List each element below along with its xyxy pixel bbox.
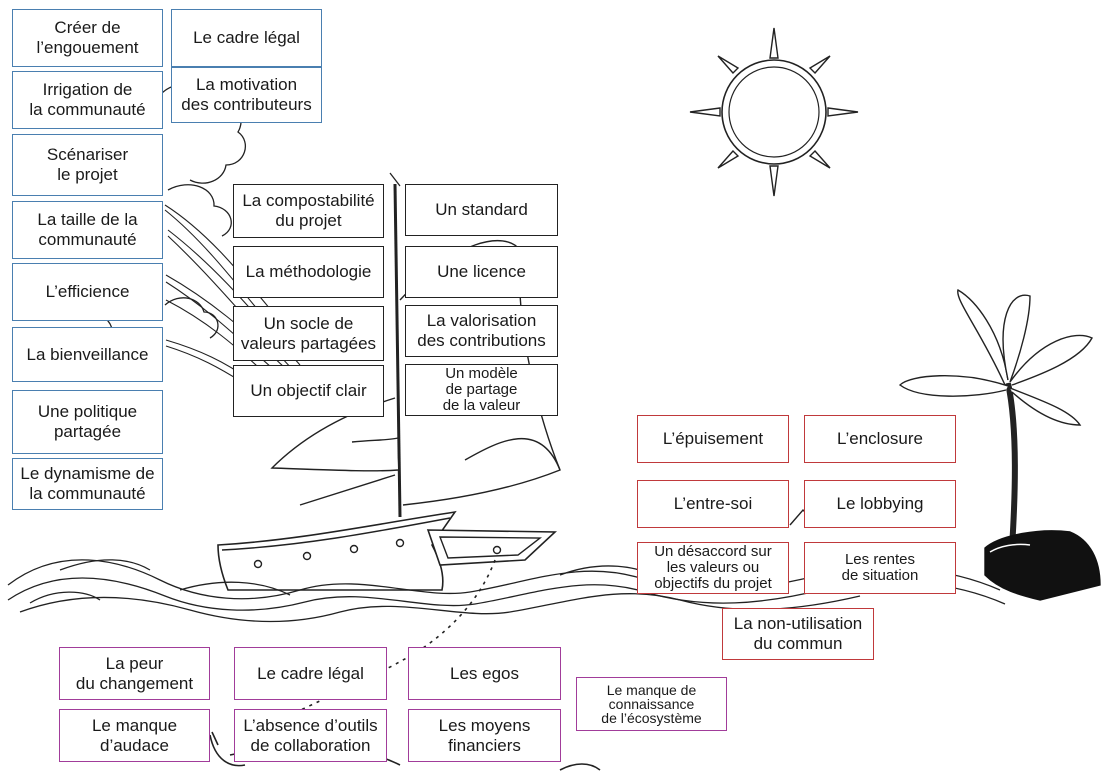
anchor-brake-box: Les egos xyxy=(408,647,561,700)
sail-element-box: Un modèle de partage de la valeur xyxy=(405,364,558,416)
wind-factor-box: L’efficience xyxy=(12,263,163,321)
reef-risk-box: L’épuisement xyxy=(637,415,789,463)
wind-factor-box: Une politique partagée xyxy=(12,390,163,454)
reef-risk-box: Un désaccord sur les valeurs ou objectif… xyxy=(637,542,789,594)
sail-element-box: La valorisation des contributions xyxy=(405,305,558,357)
sail-element-box: Un objectif clair xyxy=(233,365,384,417)
sail-element-box: La méthodologie xyxy=(233,246,384,298)
reef-risk-box: La non-utilisation du commun xyxy=(722,608,874,660)
anchor-brake-box: Le manque d’audace xyxy=(59,709,210,762)
sail-element-box: Un standard xyxy=(405,184,558,236)
anchor-brake-box: L’absence d’outils de collaboration xyxy=(234,709,387,762)
wind-factor-box: Le dynamisme de la communauté xyxy=(12,458,163,510)
sail-element-box: Un socle de valeurs partagées xyxy=(233,306,384,361)
wind-factor-box: La motivation des contributeurs xyxy=(171,67,322,123)
sail-element-box: Une licence xyxy=(405,246,558,298)
anchor-brake-box: Les moyens financiers xyxy=(408,709,561,762)
wind-factor-box: Irrigation de la communauté xyxy=(12,71,163,129)
reef-risk-box: L’enclosure xyxy=(804,415,956,463)
anchor-brake-box: La peur du changement xyxy=(59,647,210,700)
anchor-brake-box: Le manque de connaissance de l’écosystèm… xyxy=(576,677,727,731)
wind-factor-box: Le cadre légal xyxy=(171,9,322,67)
reef-risk-box: Les rentes de situation xyxy=(804,542,956,594)
sail-element-box: La compostabilité du projet xyxy=(233,184,384,238)
anchor-brake-box: Le cadre légal xyxy=(234,647,387,700)
reef-risk-box: L’entre-soi xyxy=(637,480,789,528)
reef-risk-box: Le lobbying xyxy=(804,480,956,528)
wind-factor-box: Créer de l’engouement xyxy=(12,9,163,67)
island-palm-icon xyxy=(789,288,1101,601)
wind-factor-box: Scénariser le projet xyxy=(12,134,163,196)
wind-factor-box: La taille de la communauté xyxy=(12,201,163,259)
wind-factor-box: La bienveillance xyxy=(12,327,163,382)
sun-icon xyxy=(689,27,859,197)
